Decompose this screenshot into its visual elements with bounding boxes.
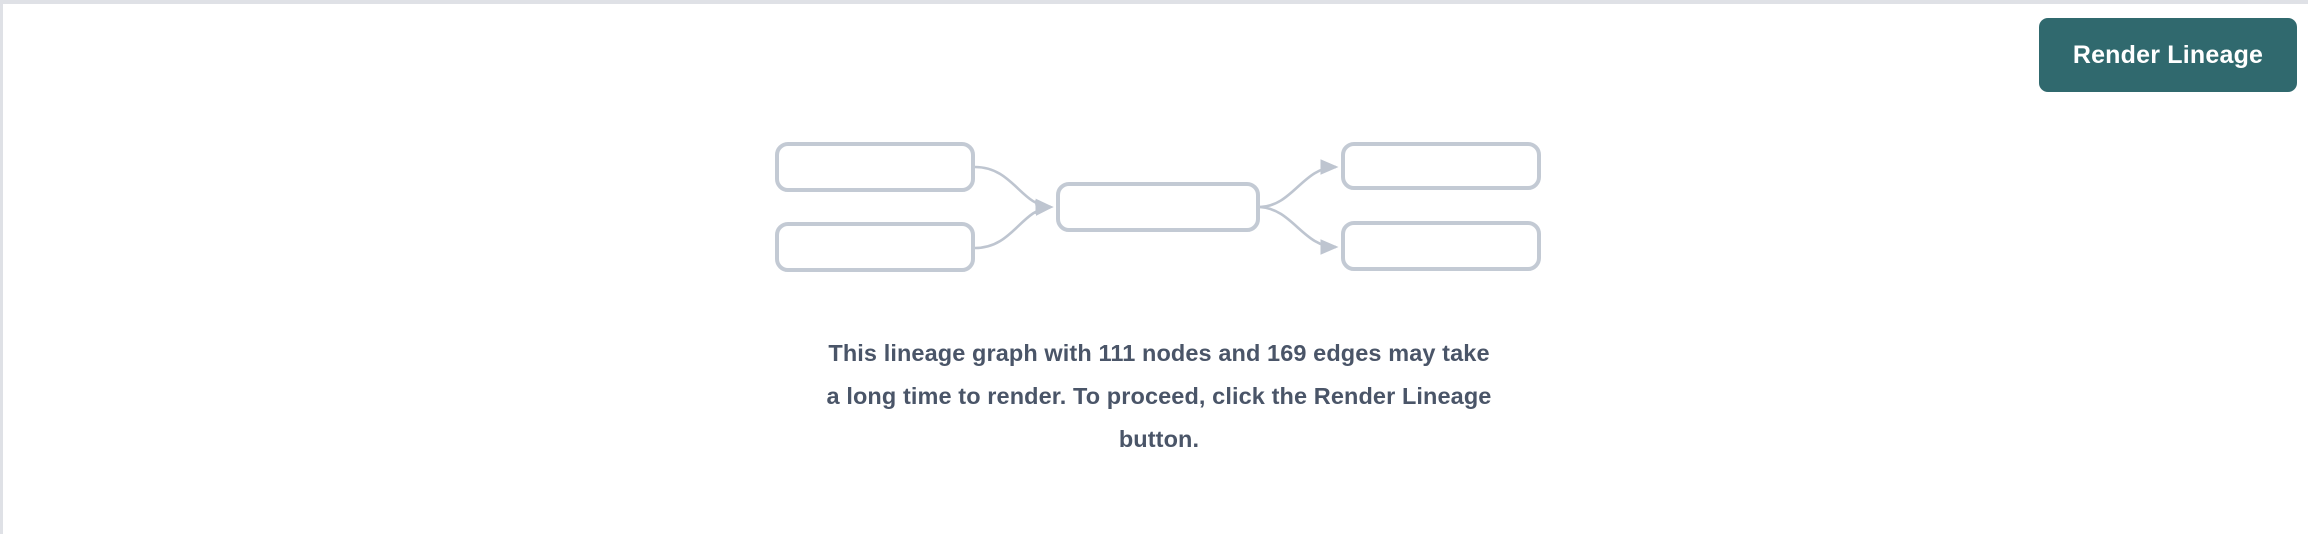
lineage-node-center xyxy=(1056,182,1260,232)
lineage-node-left-top xyxy=(775,142,975,192)
render-lineage-button[interactable]: Render Lineage xyxy=(2039,18,2297,92)
lineage-node-right-top xyxy=(1341,142,1541,190)
lineage-graph-illustration xyxy=(763,124,1563,294)
lineage-placeholder-message: This lineage graph with 111 nodes and 16… xyxy=(689,332,1629,461)
render-lineage-button-label: Render Lineage xyxy=(2072,40,2264,69)
lineage-edge-center-to-right-top xyxy=(1259,159,1339,209)
lineage-edge-center-to-right-bottom xyxy=(1259,205,1339,255)
lineage-node-left-bottom xyxy=(775,222,975,272)
lineage-node-right-bottom xyxy=(1341,221,1541,271)
lineage-message-line-3: button. xyxy=(1118,426,1200,452)
lineage-edge-left-top-to-center xyxy=(974,165,1054,215)
lineage-edge-left-bottom-to-center xyxy=(974,200,1054,250)
lineage-message-line-2: a long time to render. To proceed, click… xyxy=(826,383,1492,409)
lineage-message-line-1: This lineage graph with 111 nodes and 16… xyxy=(828,340,1490,366)
